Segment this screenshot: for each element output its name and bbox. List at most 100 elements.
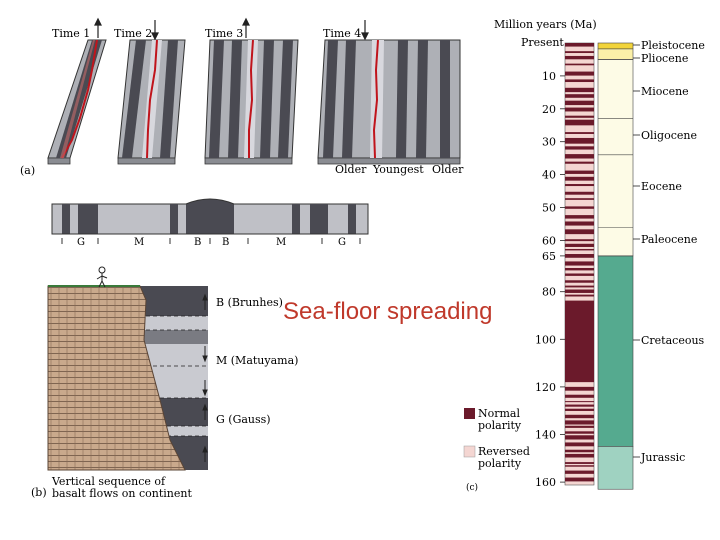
epoch-labels: Pleistocene Pliocene Miocene Oligocene E… (640, 39, 705, 464)
time-2-label: Time 2 (114, 27, 152, 40)
timescale-tick-label: 80 (542, 286, 556, 299)
normal-polarity-band (565, 420, 594, 425)
normal-polarity-band (565, 51, 594, 54)
time-1-label: Time 1 (52, 27, 90, 40)
time-arrows (94, 17, 369, 41)
timescale-tick-label: 40 (542, 169, 556, 182)
normal-polarity-band (565, 87, 594, 93)
slide-title: Sea-floor spreading (283, 298, 493, 325)
age-label-older-right: Older (432, 163, 464, 176)
normal-polarity-band (565, 146, 594, 150)
normal-polarity-band (565, 79, 594, 83)
time-4-label: Time 4 (323, 27, 361, 40)
timescale-tick-label: 60 (542, 234, 556, 247)
normal-polarity-band (565, 132, 594, 134)
panel-a-label: (a) (20, 164, 35, 177)
epoch-pleistocene-label: Pleistocene (641, 39, 705, 52)
normal-polarity-band (565, 453, 594, 458)
geologist-figure-icon (96, 266, 108, 288)
normal-polarity-band (565, 115, 594, 118)
ridge-block-time-3 (204, 39, 299, 165)
timescale-tick-label: 20 (542, 103, 556, 116)
profile-label-b-left: B (194, 237, 201, 248)
timescale-tick-label: 140 (535, 429, 556, 442)
normal-polarity-band (565, 43, 594, 47)
normal-polarity-band (565, 394, 594, 398)
panel-b-caption-line-1: Vertical sequence of (51, 475, 166, 488)
legend-normal-label-2: polarity (478, 419, 522, 432)
normal-polarity-band (565, 243, 594, 247)
normal-polarity-band (565, 462, 594, 464)
epoch-pliocene-label: Pliocene (641, 52, 688, 65)
zone-matuyama-label: M (Matuyama) (216, 354, 298, 367)
epoch-cretaceous-label: Cretaceous (641, 334, 705, 347)
normal-polarity-band (565, 442, 594, 447)
normal-polarity-band (565, 301, 594, 383)
profile-label-g-left: G (77, 237, 85, 248)
normal-polarity-band (565, 477, 594, 482)
normal-polarity-band (565, 261, 594, 266)
epoch-band (597, 42, 634, 50)
legend-reversed-label-1: Reversed (478, 445, 530, 458)
normal-polarity-band (565, 401, 594, 403)
panel-b-caption-line-2: basalt flows on continent (52, 487, 192, 500)
normal-polarity-band (565, 221, 594, 226)
ridge-block-time-1 (47, 39, 107, 165)
polarity-arrows (202, 293, 208, 462)
normal-polarity-band (565, 137, 594, 144)
epoch-band (597, 255, 634, 447)
normal-polarity-band (565, 267, 594, 271)
polarity-legend: Normal polarity Reversed polarity (463, 407, 530, 470)
normal-polarity-band (565, 119, 594, 126)
normal-polarity-band (565, 107, 594, 112)
normal-polarity-band (565, 254, 594, 258)
normal-polarity-band (565, 71, 594, 76)
profile-label-g-right: G (338, 237, 346, 248)
panel-b-label: (b) (31, 486, 47, 499)
normal-polarity-band (565, 470, 594, 474)
epoch-band (597, 48, 634, 60)
profile-label-m-left: M (134, 237, 144, 248)
normal-polarity-band (565, 289, 594, 293)
normal-polarity-band (565, 285, 594, 288)
epoch-miocene-label: Miocene (641, 85, 689, 98)
normal-polarity-band (565, 100, 594, 106)
epoch-band (597, 446, 634, 490)
normal-polarity-band (565, 449, 594, 453)
normal-polarity-band (565, 94, 594, 98)
normal-polarity-band (565, 229, 594, 235)
panel-c-label: (c) (466, 482, 478, 493)
normal-polarity-band (565, 184, 594, 187)
normal-polarity-band (565, 215, 594, 219)
profile-label-b-right: B (222, 237, 229, 248)
age-label-older-left: Older (335, 163, 367, 176)
normal-polarity-band (565, 435, 594, 440)
basalt-cliff-panel: B (Brunhes) M (Matuyama) G (Gauss) (b) V… (31, 266, 298, 500)
epoch-eocene-label: Eocene (641, 180, 682, 193)
normal-polarity-band (565, 176, 594, 181)
timescale-tick-label: 50 (542, 202, 556, 215)
normal-polarity-band (565, 248, 594, 251)
legend-normal-swatch (464, 408, 475, 419)
normal-polarity-band (565, 386, 594, 391)
normal-polarity-band (565, 280, 594, 283)
epoch-column (597, 42, 634, 490)
normal-polarity-band (565, 404, 594, 407)
timescale-tick-label: 30 (542, 136, 556, 149)
epoch-paleocene-label: Paleocene (641, 233, 697, 246)
epoch-jurassic-label: Jurassic (640, 451, 685, 464)
normal-polarity-band (565, 191, 594, 195)
normal-polarity-band (565, 161, 594, 164)
ridge-blocks-panel: Time 1 Time 2 Time 3 Time 4 (a) Older Yo… (20, 17, 464, 177)
normal-polarity-band (565, 414, 594, 419)
magnetic-profile-strip: G M B B M G (51, 198, 369, 248)
zone-gauss-label: G (Gauss) (216, 413, 271, 426)
timescale-tick-label: 120 (535, 381, 556, 394)
normal-polarity-band (565, 431, 594, 434)
zone-brunhes-label: B (Brunhes) (216, 296, 283, 309)
legend-normal-label-1: Normal (478, 407, 520, 420)
timescale-tick-label: 10 (542, 70, 556, 83)
normal-polarity-band (565, 206, 594, 209)
legend-reversed-label-2: polarity (478, 457, 522, 470)
